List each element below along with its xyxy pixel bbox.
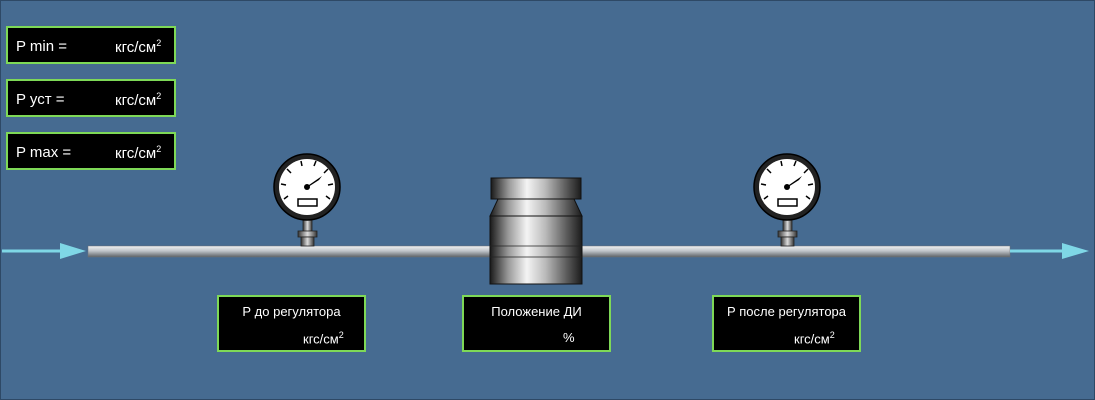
flow-in-arrow-icon [2, 243, 86, 259]
upstream-pressure-title: Р до регулятора [242, 304, 341, 319]
downstream-pressure-panel[interactable]: Р после регулятора кгс/см2 [712, 295, 861, 352]
downstream-unit-sup: 2 [829, 330, 835, 340]
valve-position-unit: % [563, 330, 575, 345]
downstream-unit-text: кгс/см [794, 331, 830, 347]
p-ust-unit: кгс/см2 [115, 91, 161, 109]
p-ust-panel[interactable]: P уст = кгс/см2 [6, 79, 176, 117]
p-min-panel[interactable]: P min = кгс/см2 [6, 26, 176, 64]
downstream-pressure-gauge-icon[interactable] [753, 153, 821, 247]
flow-out-arrow-icon [1010, 243, 1089, 259]
p-ust-unit-text: кгс/см [115, 92, 157, 109]
upstream-pressure-gauge-icon[interactable] [273, 153, 341, 247]
p-max-unit: кгс/см2 [115, 144, 161, 162]
p-min-unit-text: кгс/см [115, 39, 157, 56]
p-ust-unit-sup: 2 [156, 91, 162, 101]
p-max-label: P max = [16, 144, 72, 161]
upstream-unit-sup: 2 [338, 330, 344, 340]
upstream-pressure-unit: кгс/см2 [303, 330, 344, 346]
p-min-label: P min = [16, 38, 67, 55]
p-max-panel[interactable]: P max = кгс/см2 [6, 132, 176, 170]
p-min-unit-sup: 2 [156, 38, 162, 48]
p-max-unit-text: кгс/см [115, 145, 157, 162]
p-max-unit-sup: 2 [156, 144, 162, 154]
downstream-pressure-unit: кгс/см2 [794, 330, 835, 346]
p-min-unit: кгс/см2 [115, 38, 161, 56]
valve-position-title: Положение ДИ [491, 304, 582, 319]
p-ust-label: P уст = [16, 91, 65, 108]
downstream-pressure-title: Р после регулятора [726, 304, 847, 319]
upstream-unit-text: кгс/см [303, 331, 339, 347]
upstream-pressure-panel[interactable]: Р до регулятора кгс/см2 [217, 295, 366, 352]
valve-position-panel[interactable]: Положение ДИ % [462, 295, 611, 352]
control-valve-icon[interactable] [489, 177, 583, 285]
